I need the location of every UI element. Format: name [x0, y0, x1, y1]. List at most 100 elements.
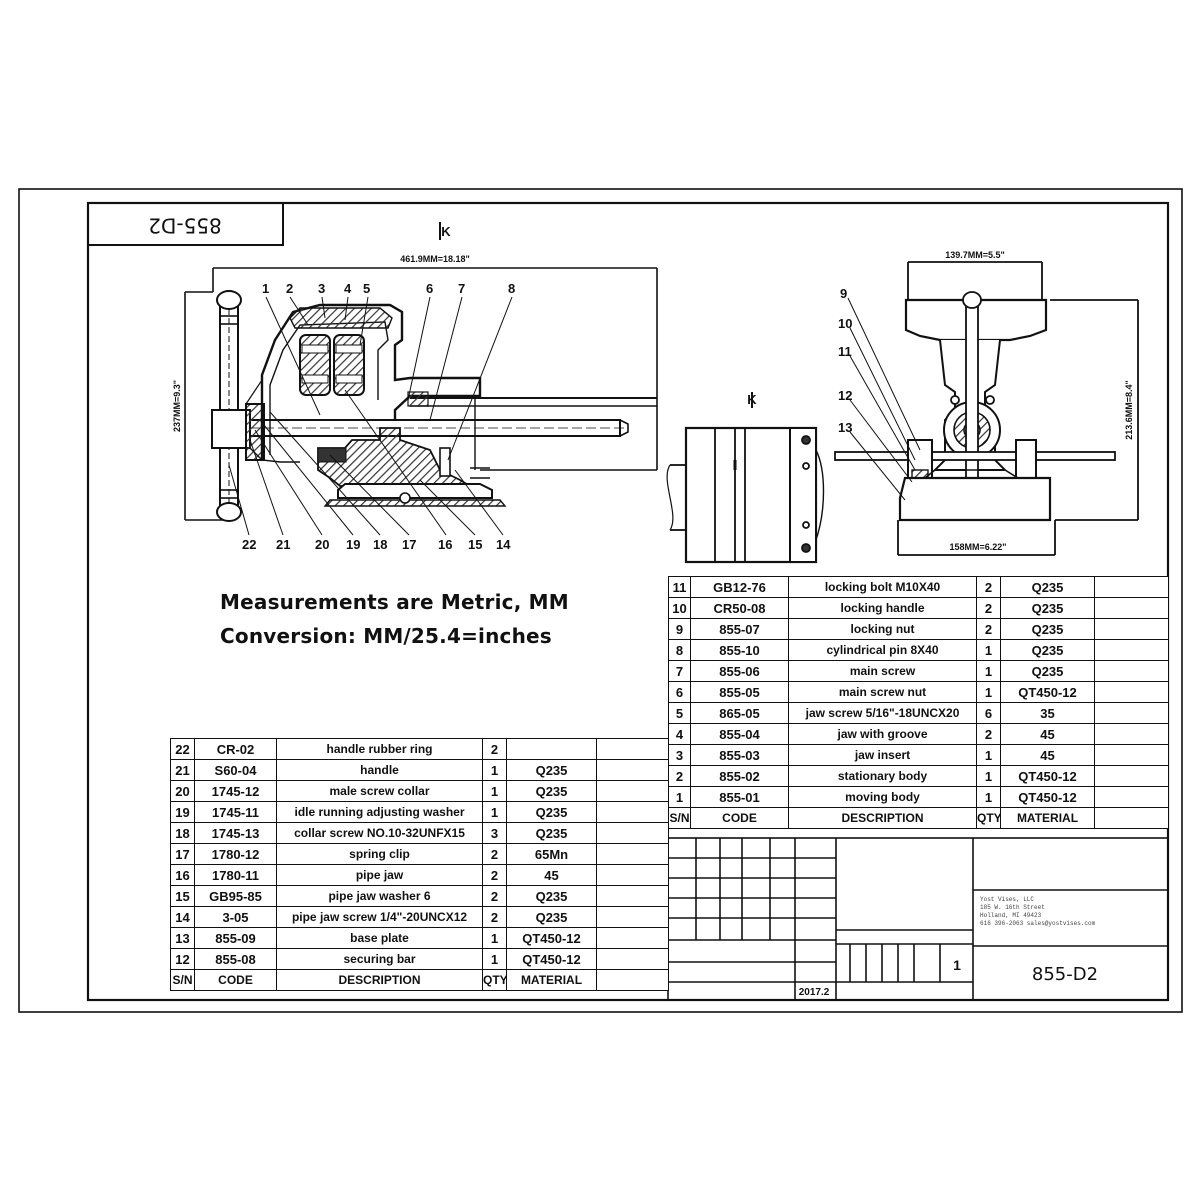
callout: 6 — [426, 281, 433, 296]
bom-material: Q235 — [1000, 618, 1095, 640]
bom-blank — [1094, 744, 1169, 766]
company-line: 616 396-2063 sales@yostvises.com — [980, 920, 1096, 927]
bom-description: spring clip — [276, 843, 483, 865]
bom-material: Q235 — [1000, 660, 1095, 682]
company-line: 185 W. 16th Street — [980, 904, 1045, 911]
bom-material: QT450-12 — [506, 927, 597, 949]
bom-material: QT450-12 — [1000, 765, 1095, 787]
dim-height: 237MM=9.3" — [172, 380, 182, 432]
bom-header-qty: QTY — [976, 807, 1001, 829]
bom-header-sn: S/N — [170, 969, 195, 991]
callout: 16 — [438, 537, 452, 552]
callout: 18 — [373, 537, 387, 552]
callout: 15 — [468, 537, 482, 552]
callout: 22 — [242, 537, 256, 552]
side-leaders — [847, 297, 921, 501]
bom-blank — [596, 822, 669, 844]
bom-qty: 1 — [482, 780, 507, 802]
bom-material: QT450-12 — [1000, 681, 1095, 703]
bom-material: Q235 — [506, 906, 597, 928]
bom-code: 855-06 — [690, 660, 789, 682]
bom-description: jaw insert — [788, 744, 977, 766]
bom-material: 35 — [1000, 702, 1095, 724]
bom-code: S60-04 — [194, 759, 277, 781]
bom-blank — [1094, 765, 1169, 787]
callout: 14 — [496, 537, 511, 552]
bom-qty: 2 — [976, 576, 1001, 598]
bom-header-qty: QTY — [482, 969, 507, 991]
front-leaders — [228, 296, 513, 536]
callouts-top: 1 2 3 4 5 6 7 8 — [262, 281, 515, 296]
bom-sn: 17 — [170, 843, 195, 865]
bom-description: securing bar — [276, 948, 483, 970]
bom-description: main screw — [788, 660, 977, 682]
bom-description: stationary body — [788, 765, 977, 787]
bom-sn: 4 — [668, 723, 691, 745]
bom-qty: 2 — [482, 738, 507, 760]
bom-code: 855-10 — [690, 639, 789, 661]
bom-blank — [1094, 639, 1169, 661]
bom-blank — [596, 864, 669, 886]
bom-qty: 2 — [976, 723, 1001, 745]
bom-blank — [1094, 618, 1169, 640]
bom-code: 855-07 — [690, 618, 789, 640]
drawing-number-rotated: 855-D2 — [148, 214, 222, 238]
bom-material: 45 — [1000, 723, 1095, 745]
bom-blank — [1094, 702, 1169, 724]
bom-material: 65Mn — [506, 843, 597, 865]
callouts-side: 9 10 11 12 13 — [838, 286, 852, 435]
front-section-view — [184, 222, 658, 522]
bom-sn: 7 — [668, 660, 691, 682]
callout: 11 — [838, 344, 852, 359]
bom-code: 855-05 — [690, 681, 789, 703]
bom-qty: 1 — [482, 759, 507, 781]
bom-sn: 6 — [668, 681, 691, 703]
callout: 20 — [315, 537, 329, 552]
outer-frame — [18, 188, 1183, 1013]
bom-material: 45 — [506, 864, 597, 886]
bom-sn: 14 — [170, 906, 195, 928]
dim-side-height: 213.6MM=8.4" — [1124, 380, 1134, 440]
view-label-side: K — [747, 392, 757, 407]
bom-qty: 2 — [976, 618, 1001, 640]
bom-sn: 15 — [170, 885, 195, 907]
bom-qty: 6 — [976, 702, 1001, 724]
company-line: Holland, MI 49423 — [980, 912, 1042, 919]
bom-code: CR-02 — [194, 738, 277, 760]
bom-qty: 2 — [482, 864, 507, 886]
bom-sn: 9 — [668, 618, 691, 640]
bom-sn: 11 — [668, 576, 691, 598]
bom-qty: 1 — [976, 744, 1001, 766]
bom-description: base plate — [276, 927, 483, 949]
bom-code: 1745-13 — [194, 822, 277, 844]
bom-description: jaw screw 5/16"-18UNCX20 — [788, 702, 977, 724]
bom-qty: 3 — [482, 822, 507, 844]
bom-material — [506, 738, 597, 760]
bom-blank — [1094, 681, 1169, 703]
bom-material: Q235 — [1000, 639, 1095, 661]
bom-code: 1780-12 — [194, 843, 277, 865]
bom-description: handle rubber ring — [276, 738, 483, 760]
callout: 17 — [402, 537, 416, 552]
bom-sn: 18 — [170, 822, 195, 844]
bom-qty: 1 — [482, 927, 507, 949]
bom-blank — [1094, 660, 1169, 682]
bom-material: 45 — [1000, 744, 1095, 766]
bom-description: locking nut — [788, 618, 977, 640]
bom-material: QT450-12 — [506, 948, 597, 970]
bom-code: 855-01 — [690, 786, 789, 808]
bom-qty: 1 — [976, 765, 1001, 787]
